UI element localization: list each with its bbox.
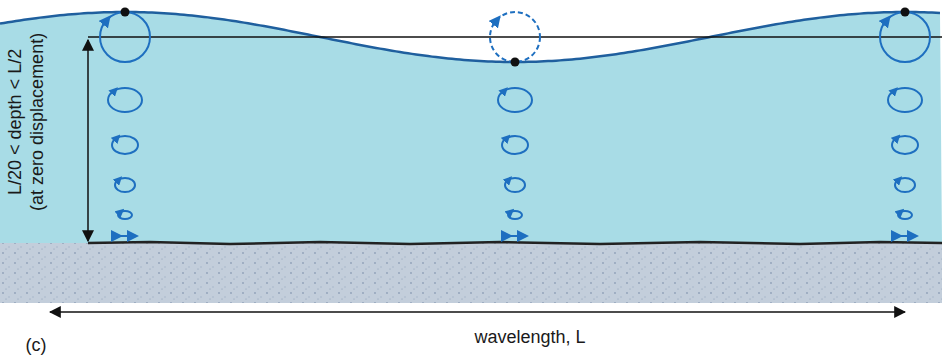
orbit-ellipse xyxy=(112,136,138,154)
orbit-arrow xyxy=(507,179,509,181)
water-particle xyxy=(121,8,130,17)
water-particle xyxy=(511,58,520,67)
bottom-oscillation xyxy=(507,235,523,237)
orbit-arrow xyxy=(891,90,894,94)
orbit-arrow xyxy=(111,90,114,94)
orbit-arrow xyxy=(509,212,510,213)
orbit-arrow xyxy=(115,138,118,141)
orbit-ellipse xyxy=(118,211,132,219)
orbit-ellipse xyxy=(115,178,135,192)
orbit-arrow xyxy=(883,20,887,25)
depth-range: L/20 < depth < L/2 xyxy=(6,49,26,195)
orbit-ellipse xyxy=(502,136,528,154)
orbit-arrow xyxy=(117,179,119,181)
depth-arrow xyxy=(87,40,89,241)
wavelength-label: wavelength, L xyxy=(475,328,586,348)
orbit-ellipse xyxy=(505,178,525,192)
seabed xyxy=(0,243,942,303)
orbit-ellipse xyxy=(892,136,918,154)
surface-orbit xyxy=(490,12,540,62)
orbit-arrow xyxy=(119,212,120,213)
orbit-arrow xyxy=(493,20,497,25)
orbit-ellipse xyxy=(888,88,922,112)
orbit-ellipse xyxy=(498,88,532,112)
orbit-ellipse xyxy=(898,211,912,219)
bottom-oscillation xyxy=(117,235,133,237)
orbit-columns xyxy=(100,8,930,237)
orbit-ellipse xyxy=(895,178,915,192)
wavelength-arrow xyxy=(50,311,905,313)
orbit-arrow xyxy=(505,138,508,141)
depth-note: (at zero displacement) xyxy=(28,33,48,211)
orbit-arrow xyxy=(103,20,107,25)
bottom-oscillation xyxy=(897,235,913,237)
orbit-arrow xyxy=(899,212,900,213)
water-particle xyxy=(901,8,910,17)
still-water-line xyxy=(88,36,942,38)
seabed-line xyxy=(88,242,942,244)
panel-letter: (c) xyxy=(26,336,47,356)
water-body xyxy=(0,12,942,243)
orbit-ellipse xyxy=(108,88,142,112)
orbit-arrow xyxy=(501,90,504,94)
orbit-ellipse xyxy=(508,211,522,219)
surface-orbit xyxy=(100,12,150,62)
orbit-arrow xyxy=(895,138,898,141)
surface-orbit xyxy=(880,12,930,62)
orbit-arrow xyxy=(897,179,899,181)
